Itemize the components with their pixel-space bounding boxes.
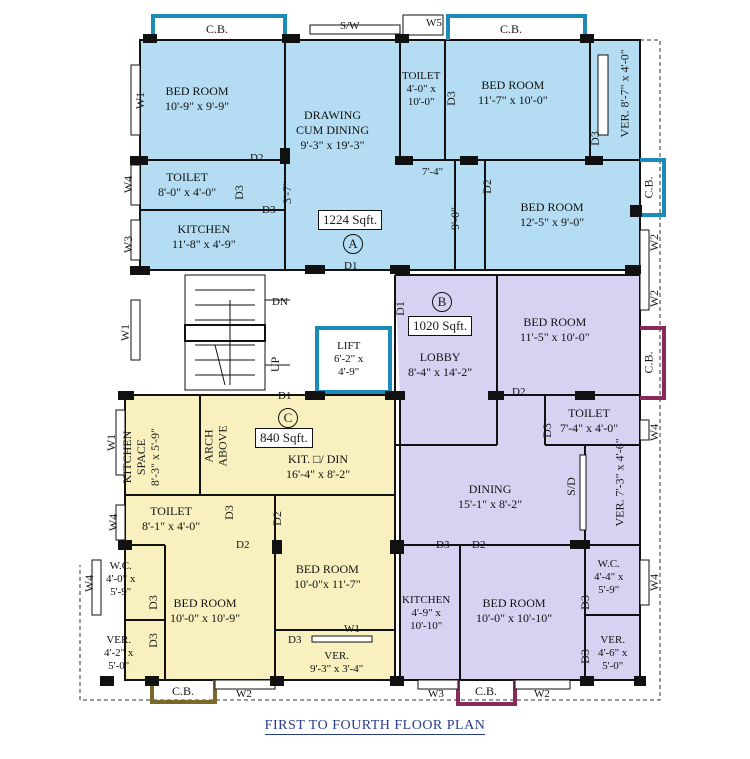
window-w3-a: W3: [121, 235, 136, 254]
staircase: [184, 274, 290, 391]
door-d2-b2: D2: [472, 539, 486, 551]
door-d2-a3: D2: [479, 179, 494, 194]
room-c-verandah-2: VER.9'-3" x 3'-4": [310, 650, 364, 675]
window-w4-b1: W4: [647, 423, 662, 442]
door-d3-b3: D3: [577, 595, 592, 610]
door-d3-c3: D3: [145, 633, 160, 648]
room-b-verandah-1: VER. 7'-3" x 4'-6": [612, 438, 627, 527]
door-d3-a3: D3: [443, 91, 458, 106]
unit-c-marker: C: [278, 408, 298, 428]
unit-c-fill: [125, 395, 395, 680]
door-d3-c4: D3: [288, 634, 302, 646]
sliding-window-tag: S/W: [340, 20, 360, 32]
sliding-door-tag: S/D: [563, 477, 578, 496]
window-w1-c: W1: [104, 433, 119, 452]
door-d2-a2: D2: [464, 154, 478, 166]
stair-up-label: UP: [268, 356, 283, 373]
room-a-verandah: VER. 8'-7" x 4'-0": [617, 49, 632, 138]
window-w2-a: W2: [647, 233, 662, 252]
door-d3-a4: D3: [587, 131, 602, 146]
door-d3-a2: D3: [262, 204, 276, 216]
unit-c-area: 840 Sqft.: [255, 428, 313, 448]
unit-b-area: 1020 Sqft.: [408, 316, 473, 336]
unit-b-marker: B: [432, 292, 452, 312]
unit-a-marker: A: [343, 234, 363, 254]
door-d2-c2: D2: [236, 539, 250, 551]
door-d1-a: D1: [344, 260, 358, 272]
door-d3-b4: D3: [577, 649, 592, 664]
cb-tag-a2: C.B.: [500, 22, 523, 36]
window-w5-tag: W5: [426, 17, 442, 29]
door-d1-b: D1: [392, 301, 407, 316]
unit-b-fill: [395, 275, 640, 680]
window-w2-c: W2: [236, 688, 252, 700]
window-w1-c2: W1: [344, 623, 360, 635]
unit-a-fill: [140, 40, 640, 270]
window-w3-b: W3: [428, 688, 444, 700]
window-w2-b: W2: [647, 289, 662, 308]
window-w4-a: W4: [121, 175, 136, 194]
dim-7-4: 7'-4": [422, 166, 444, 178]
plan-title: FIRST TO FOURTH FLOOR PLAN: [264, 718, 486, 735]
window-w1-a: W1: [133, 91, 148, 110]
stair-down-label: DN: [272, 296, 288, 308]
cb-tag-c: C.B.: [172, 684, 195, 698]
window-w1-stair: W1: [118, 323, 133, 342]
door-d3-b1: D3: [539, 423, 554, 438]
door-d2-c1: D2: [269, 511, 284, 526]
window-w2-b2: W2: [534, 688, 550, 700]
window-w4-c2: W4: [82, 574, 97, 593]
dim-9-0: 9'-0": [448, 206, 463, 231]
window-w4-c1: W4: [106, 513, 121, 532]
cb-tag-a3: C.B.: [641, 176, 656, 199]
door-d3-b2: D3: [436, 539, 450, 551]
unit-a-area: 1224 Sqft.: [318, 210, 383, 230]
cb-tag-b2: C.B.: [475, 684, 498, 698]
dim-3-7: 3'-7": [280, 180, 295, 205]
cb-tag-a1: C.B.: [206, 22, 229, 36]
window-w4-b2: W4: [647, 573, 662, 592]
door-d2-a1: D2: [250, 152, 264, 164]
cb-tag-b1: C.B.: [641, 351, 656, 374]
door-d2-b1: D2: [512, 386, 526, 398]
lift-area: [315, 328, 390, 390]
door-d3-c1: D3: [221, 505, 236, 520]
door-d3-c2: D3: [145, 595, 160, 610]
lift-frame: [315, 326, 392, 392]
door-d3-a1: D3: [231, 185, 246, 200]
door-d1-c: D1: [278, 390, 292, 402]
